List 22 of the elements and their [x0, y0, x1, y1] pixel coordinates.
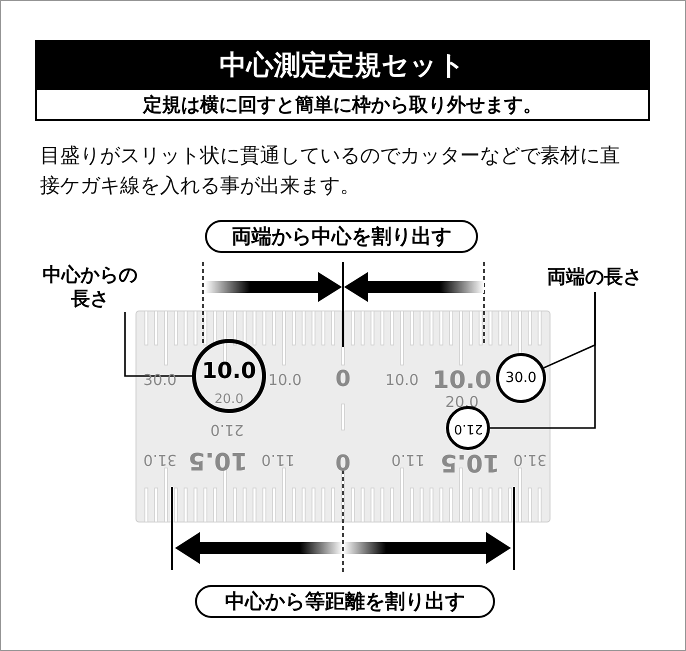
- leader-line: [124, 312, 192, 377]
- scale-number: 20.0: [214, 392, 244, 408]
- scale-number: 10.0: [431, 366, 493, 394]
- scale-number: 10.0: [384, 371, 420, 389]
- caption-pill: 中心から等距離を割り出す: [195, 585, 495, 618]
- scale-number: 11.0: [260, 451, 296, 469]
- scale-number: 11.0: [390, 451, 426, 469]
- description-text: 目盛りがスリット状に貫通しているのでカッターなどで素材に直接ケガキ線を入れる事が出来ます。: [40, 142, 620, 199]
- scale-number: 0: [334, 366, 352, 394]
- title-banner: 中心測定定規セット: [35, 40, 650, 89]
- caption-pill: 両端から中心を割り出す: [205, 220, 478, 253]
- callout-text: 中心からの長さ: [39, 262, 141, 312]
- scale-number: 10.5: [187, 446, 249, 474]
- callout-text: 両端の長さ: [532, 262, 657, 292]
- scale-number: 10.0: [267, 371, 303, 389]
- scale-number: 0: [334, 447, 352, 474]
- scale-number: 30.0: [142, 371, 178, 389]
- leader-line: [490, 292, 596, 429]
- scale-number: 10.5: [439, 448, 501, 476]
- subtitle-box: 定規は横に回すと簡単に枠から取り外せます。: [35, 88, 650, 121]
- scale-number: 21.0: [209, 421, 245, 439]
- scale-number: 31.0: [512, 451, 548, 469]
